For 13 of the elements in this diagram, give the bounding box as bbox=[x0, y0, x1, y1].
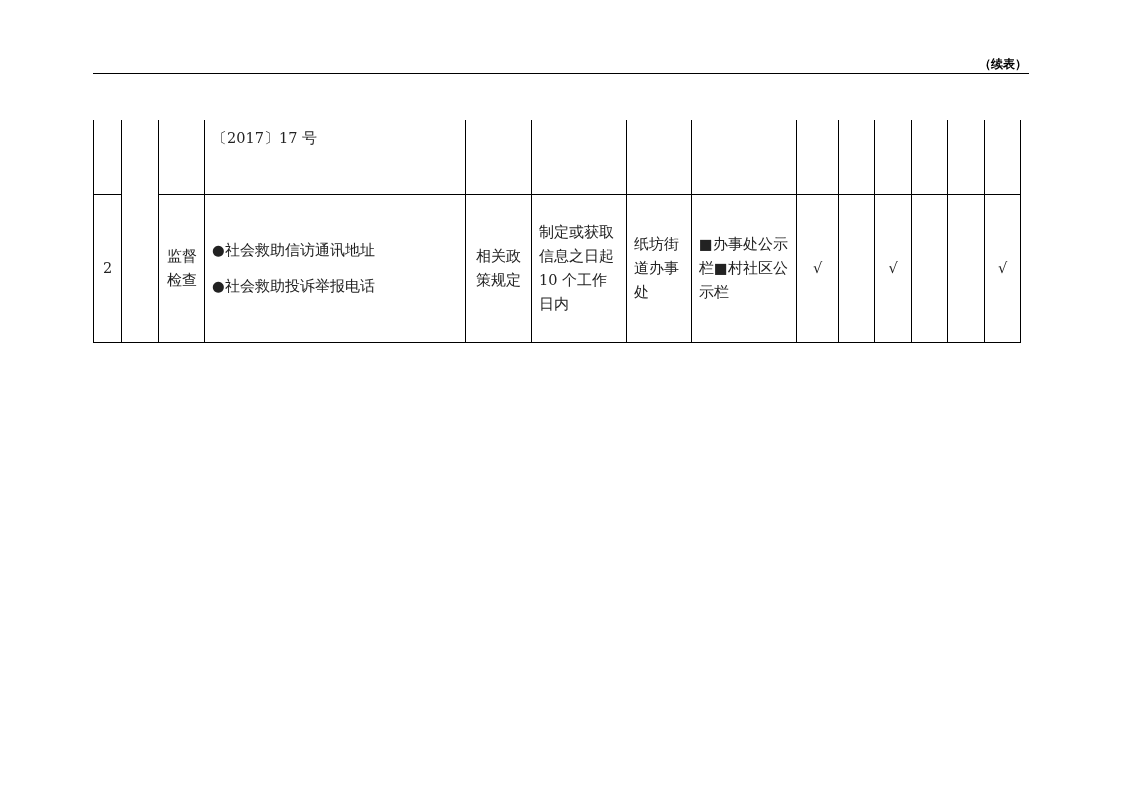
check-mark: √ bbox=[812, 260, 823, 276]
check-mark: √ bbox=[997, 260, 1008, 276]
check-mark: √ bbox=[888, 260, 898, 276]
category-text: 监督检查 bbox=[166, 248, 197, 288]
list-item: ●社会救助投诉举报电话 bbox=[212, 277, 376, 296]
list-item: ●社会救助信访通讯地址 bbox=[212, 241, 376, 260]
continued-table-note: （续表） bbox=[979, 56, 1027, 73]
row-number: 2 bbox=[102, 260, 113, 276]
department-text: 纸坊街道办事处 bbox=[634, 236, 679, 300]
channel-text: ■办事处公示栏■村社区公示栏 bbox=[699, 236, 788, 300]
time-limit-text: 制定或获取信息之日起10 个工作日内 bbox=[539, 224, 614, 312]
document-number: 〔2017〕17 号 bbox=[212, 130, 317, 146]
basis-text: 相关政策规定 bbox=[476, 248, 521, 288]
